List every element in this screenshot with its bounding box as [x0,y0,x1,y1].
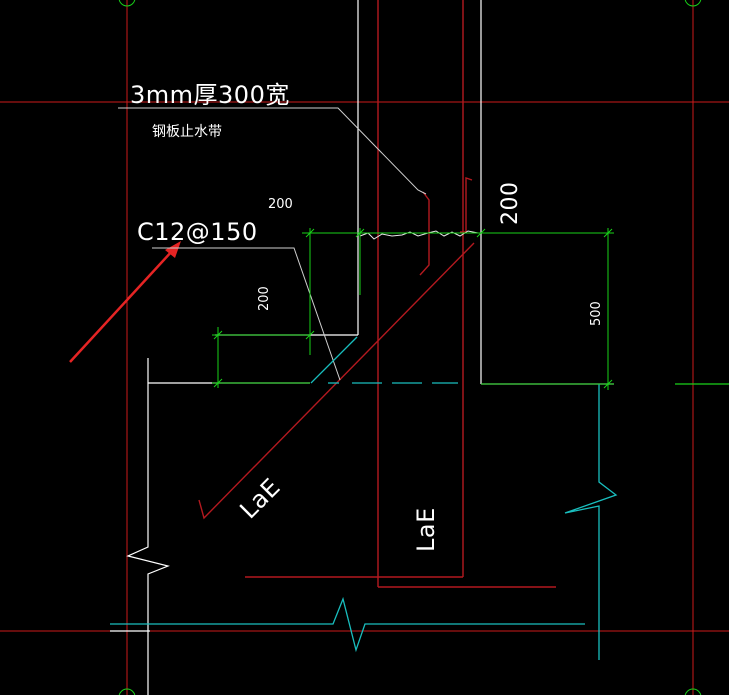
dim-left-vertical-text: 200 [257,286,272,311]
tick-1 [305,228,315,238]
break-line-right [564,384,618,660]
arrow-icon [69,241,181,363]
axis-bubble-bottom-left [118,688,136,695]
tick-7 [603,379,613,389]
break-line-bottom [110,596,585,653]
dim-wall-height-text: 200 [498,182,523,226]
rebar-spec-label: C12@150 [137,218,258,246]
slab-left-edge-break [126,358,170,695]
zigzag-break-icon [110,336,729,660]
rebar-leader [152,247,341,381]
waterstop-name-label: 钢板止水带 [152,124,222,140]
axis-bubble-bottom-right [684,688,702,695]
dimension-lines [212,228,614,390]
waterstop-size-label: 3mm厚300宽 [130,81,290,109]
rebar-lines [198,0,556,588]
tick-6 [213,378,223,388]
rebar-diagonal-hook [198,242,475,520]
anchor-vertical-label: LaE [412,507,440,552]
waterstop-leader [118,107,427,195]
dim-right-vertical-text: 500 [589,301,604,326]
tick-3 [476,228,486,238]
dim-top-horizontal-text: 200 [268,197,293,212]
anchor-diagonal-label: LaE [234,473,285,524]
leader-lines [118,107,427,381]
rebar-cyan-hook [310,336,358,384]
tick-4 [603,228,613,238]
construction-joint-line [359,230,479,240]
tick-8 [305,330,315,340]
tick-2 [355,228,365,238]
axis-bubble-top-left [118,0,136,7]
tick-5 [213,330,223,340]
axis-bubble-top-right [684,0,702,7]
waterstop-plate-right [460,177,473,233]
